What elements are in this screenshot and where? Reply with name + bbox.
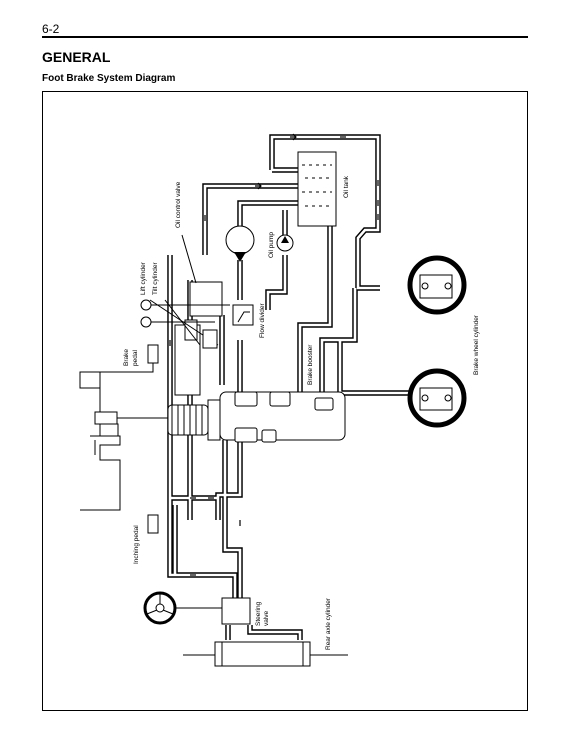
oil-tank-label: Oil tank [343, 175, 350, 198]
brake-booster [167, 391, 346, 443]
brake-booster-label: Brake booster [307, 344, 314, 385]
lift-tilt-cylinders [140, 299, 230, 396]
steering-wheel [143, 591, 222, 625]
rear-axle-cylinder-label: Rear axle cylinder [325, 597, 332, 650]
flow-arrows [169, 133, 379, 576]
lift-cylinder-label: Lift cylinder [140, 261, 147, 295]
oil-control-valve-label: Oil control valve [175, 181, 182, 228]
flow-divider [232, 304, 254, 326]
brake-pedal-label-2: pedal [132, 350, 139, 366]
oil-pump [225, 225, 294, 262]
brake-wheel-cylinder-bottom [407, 368, 467, 428]
brake-wheel-cylinder-top [407, 255, 467, 315]
steering-valve-label-1: Steering [255, 601, 262, 626]
brake-pedal-label-1: Brake [123, 349, 130, 366]
brake-wheel-cylinder-label: Brake wheel cylinder [473, 314, 480, 375]
page-number: 6-2 [42, 22, 60, 36]
diagram-title: Foot Brake System Diagram [42, 73, 176, 84]
oil-pump-label: Oil pump [268, 232, 275, 258]
pedal-linkage [80, 411, 168, 511]
tilt-cylinder-label: Tilt cylinder [152, 262, 159, 295]
flow-divider-label: Flow divider [259, 302, 266, 338]
brake-pedal [79, 344, 159, 415]
oil-tank [297, 151, 337, 227]
inching-pedal [147, 514, 159, 534]
header-rule [42, 36, 528, 38]
inching-pedal-label: Inching pedal [133, 525, 140, 564]
section-title: GENERAL [42, 49, 111, 65]
diagram-frame [42, 91, 528, 711]
steering-valve [221, 597, 251, 625]
oil-control-valve [189, 281, 223, 317]
hydraulic-pipes [167, 134, 412, 640]
steering-valve-label-2: valve [263, 610, 270, 626]
rear-axle-cylinder [183, 641, 348, 667]
